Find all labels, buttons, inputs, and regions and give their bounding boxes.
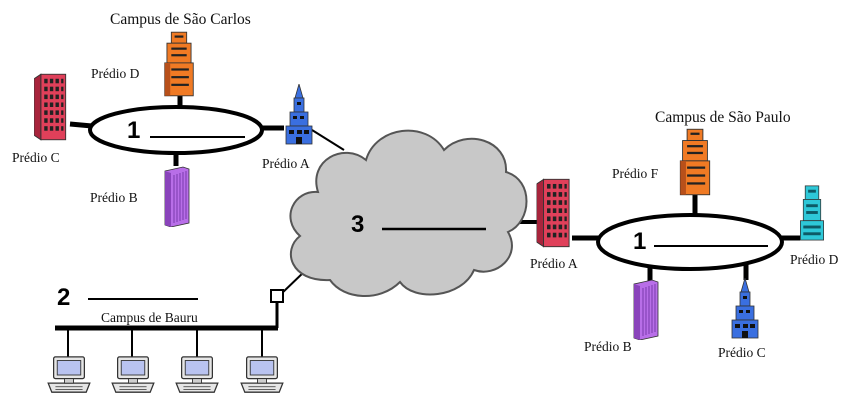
sao-paulo-ring-number: 1 [633,228,646,255]
sao-carlos-ring [88,105,264,155]
sao-paulo-predio-d-label: Prédio D [790,252,839,267]
sao-paulo-ring [596,213,784,271]
sao-paulo-predio-c-icon [732,278,758,338]
wan-cloud: 3 [289,129,528,297]
sao-paulo-predio-a-label: Prédio A [530,256,578,271]
campus-sao-paulo: Campus de São Paulo 1 Prédio F Prédio A … [530,109,839,360]
link-sao-carlos-to-wan [311,129,345,151]
sao-carlos-predio-d-icon [165,32,194,96]
bauru-title: Campus de Bauru [101,310,198,325]
bauru-computer-icon [176,357,218,392]
sao-paulo-predio-f-label: Prédio F [612,166,659,181]
sao-carlos-predio-c-label: Prédio C [12,150,60,165]
wan-number: 3 [351,211,364,238]
sao-paulo-title: Campus de São Paulo [655,109,791,126]
bauru-router-icon [270,289,284,303]
sao-carlos-predio-d-label: Prédio D [91,66,140,81]
bauru-computer-icon [241,357,283,392]
sao-carlos-predio-a-label: Prédio A [262,156,310,171]
sao-carlos-predio-a-icon [286,84,312,144]
campus-bauru: 2 Campus de Bauru [48,284,284,392]
sao-paulo-predio-f-icon [680,129,709,194]
sao-carlos-predio-b-label: Prédio B [90,190,138,205]
campus-sao-carlos: Campus de São Carlos 1 Prédio D Prédio C… [12,11,312,227]
sao-paulo-predio-b-label: Prédio B [584,339,632,354]
sao-paulo-predio-d-icon [800,186,823,240]
sao-paulo-predio-c-label: Prédio C [718,345,766,360]
cloud-shape [289,129,528,297]
sao-carlos-predio-b-icon [165,167,189,227]
sao-carlos-title: Campus de São Carlos [110,11,251,28]
bauru-number: 2 [57,284,70,311]
bauru-computer-icon [112,357,154,392]
sao-paulo-predio-a-icon [537,179,570,246]
bauru-computer-icon [48,357,90,392]
sao-carlos-ring-number: 1 [127,117,140,144]
sao-paulo-predio-b-icon [634,280,658,340]
sao-carlos-predio-c-icon [34,74,66,139]
